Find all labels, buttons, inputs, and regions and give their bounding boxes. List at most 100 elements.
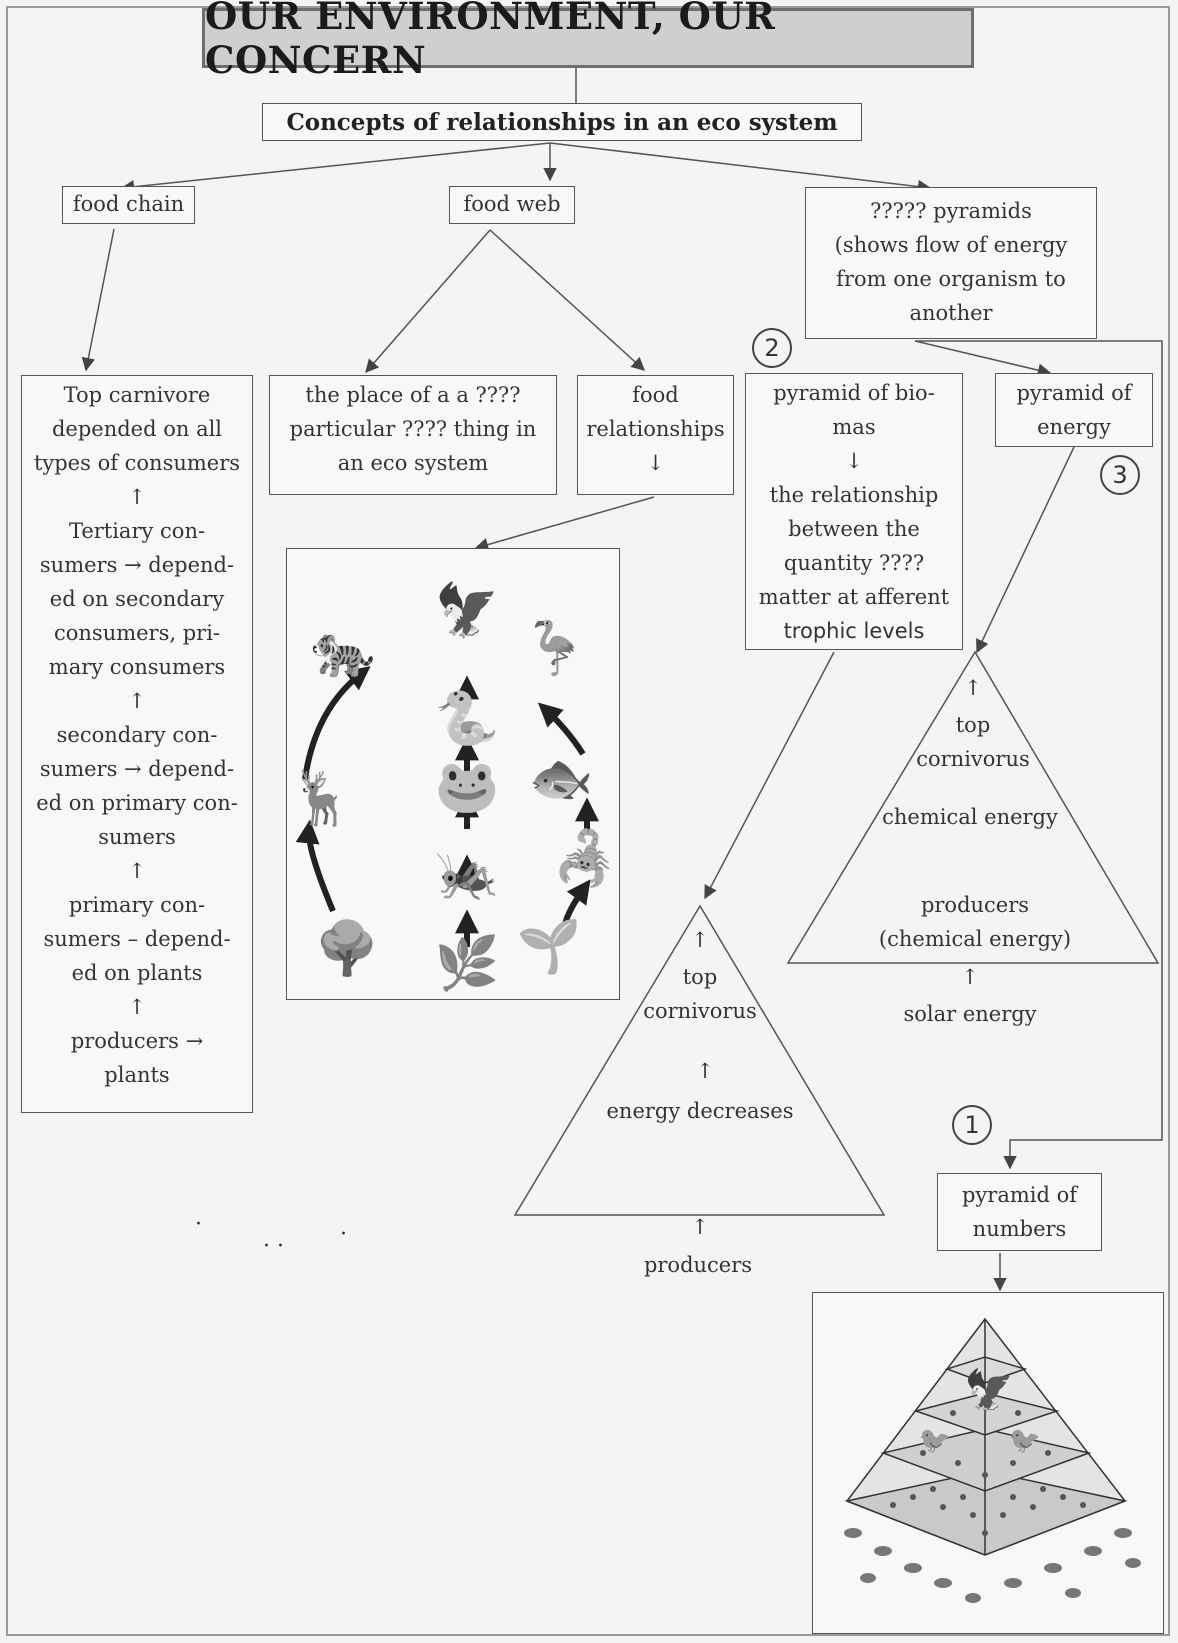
energy-bottom-line: producers	[920, 893, 1030, 917]
food-web-box: food web	[449, 186, 575, 224]
food-web-place-line: an eco system	[337, 451, 489, 475]
bird-icon: 🐦	[918, 1426, 952, 1456]
pyramid-energy-box: pyramid of energy	[995, 373, 1153, 447]
page-frame	[6, 6, 1170, 1636]
biomass-triangle	[513, 904, 886, 1216]
food-chain-line: Tertiary con-	[68, 519, 206, 543]
biomass-top-line: top	[682, 965, 718, 989]
trees-icon: 🌳	[314, 919, 380, 979]
heron-icon: 🦩	[522, 619, 588, 679]
grasshopper-icon: 🦗	[434, 844, 500, 904]
food-chain-box: food chain	[62, 186, 195, 224]
energy-top-label: top cornivorus	[916, 708, 1030, 776]
pyramid-biomass-box: pyramid of bio- mas ↓ the relationship b…	[745, 373, 963, 650]
pyramids-line: (shows flow of energy	[834, 233, 1068, 257]
producers-label: producers	[643, 1253, 753, 1277]
subtitle-box: Concepts of relationships in an eco syst…	[262, 103, 862, 141]
food-chain-line: Top carnivore	[63, 383, 211, 407]
stray-dots: ·	[195, 1212, 202, 1237]
food-chain-line: mary consumers	[48, 655, 226, 679]
frog-icon: 🐸	[434, 757, 500, 817]
pyramid-biomass-line: between the	[788, 517, 920, 541]
food-chain-line: sumers → depend-	[39, 757, 235, 781]
solar-energy-label: solar energy	[903, 1002, 1037, 1026]
food-chain-line: ed on primary con-	[36, 791, 238, 815]
energy-top-line: top	[955, 713, 991, 737]
food-relationships-line: relationships	[586, 417, 725, 441]
pyramid-numbers-box: pyramid of numbers	[937, 1173, 1102, 1251]
energy-bottom-label: producers (chemical energy)	[879, 888, 1071, 956]
up-arrow: ↑	[128, 689, 146, 713]
energy-triangle	[786, 650, 1160, 964]
food-chain-line: types of consumers	[33, 451, 241, 475]
snake-icon: 🐍	[434, 689, 500, 749]
pyramid-numbers-line: pyramid of	[961, 1183, 1078, 1207]
page-title: OUR ENVIRONMENT, OUR CONCERN	[202, 0, 974, 82]
biomass-arrow-below: ↑	[691, 1215, 709, 1239]
biomass-arrow-top: ↑	[691, 928, 709, 952]
food-web-image: 🐅 🦌 🌳 🦅 🐍 🐸 🦗 🌿 🦩 🐟 🦂 🌱	[286, 548, 620, 1000]
food-chain-line: sumers – depend-	[43, 927, 231, 951]
food-chain-line: consumers, pri-	[53, 621, 221, 645]
energy-arrow-top: ↑	[964, 676, 982, 700]
tiger-icon: 🐅	[310, 621, 376, 681]
circle-number-1: 1	[952, 1105, 992, 1145]
number-pyramid-drawing	[844, 1317, 1141, 1603]
circle-number-2: 2	[752, 328, 792, 368]
food-web-place-box: the place of a a ???? particular ???? th…	[269, 375, 557, 495]
eagle-icon: 🦅	[434, 581, 500, 641]
pyramid-numbers-line: numbers	[972, 1217, 1067, 1241]
pyramid-energy-line: energy	[1037, 415, 1111, 439]
food-chain-line: secondary con-	[56, 723, 218, 747]
pyramids-box: ????? pyramids (shows flow of energy fro…	[805, 187, 1097, 339]
shrub-icon: 🌱	[516, 917, 582, 977]
pyramid-biomass-line: mas	[832, 415, 876, 439]
biomass-top-line: cornivorus	[643, 999, 757, 1023]
energy-middle-label: chemical energy	[882, 805, 1058, 829]
food-web-place-line: particular ???? thing in	[289, 417, 537, 441]
pyramid-biomass-line: trophic levels	[783, 619, 925, 643]
food-chain-line: producers →	[70, 1029, 204, 1053]
pyramid-biomass-line: quantity ????	[783, 551, 925, 575]
food-chain-line: plants	[104, 1063, 170, 1087]
pyramid-biomass-line: pyramid of bio-	[773, 381, 935, 405]
biomass-top-label: top cornivorus	[643, 960, 757, 1028]
circle-number-3: 3	[1100, 455, 1140, 495]
food-chain-line: depended on all	[51, 417, 223, 441]
bird-icon: 🐦	[1008, 1426, 1042, 1456]
biomass-arrow-mid: ↑	[696, 1059, 714, 1083]
food-web-arrows	[295, 666, 599, 947]
eagle-icon: 🦅	[964, 1368, 1014, 1414]
deer-icon: 🦌	[289, 769, 355, 829]
food-chain-line: sumers	[98, 825, 176, 849]
pyramids-line: ????? pyramids	[870, 199, 1032, 223]
pyramid-numbers-image: 🦅 🐦 🐦	[812, 1292, 1164, 1634]
food-chain-line: ed on secondary	[49, 587, 225, 611]
down-arrow: ↓	[845, 449, 863, 473]
food-chain-detail-box: Top carnivore depended on all types of c…	[21, 375, 253, 1113]
energy-arrow-below: ↑	[961, 965, 979, 989]
grass-icon: 🌿	[434, 934, 500, 994]
fish-icon: 🐟	[528, 749, 594, 809]
up-arrow: ↑	[128, 859, 146, 883]
food-chain-line: sumers → depend-	[39, 553, 235, 577]
food-chain-line: primary con-	[68, 893, 206, 917]
energy-decreases-label: energy decreases	[606, 1099, 794, 1123]
pyramids-line: another	[909, 301, 993, 325]
scorpion-icon: 🦂	[552, 829, 618, 889]
pyramids-line: from one organism to	[836, 267, 1066, 291]
pyramid-energy-line: pyramid of	[1016, 381, 1132, 405]
pyramid-biomass-line: matter at afferent	[758, 585, 950, 609]
pyramid-biomass-line: the relationship	[769, 483, 939, 507]
up-arrow: ↑	[128, 485, 146, 509]
food-chain-line: ed on plants	[71, 961, 203, 985]
up-arrow: ↑	[128, 995, 146, 1019]
energy-top-line: cornivorus	[916, 747, 1030, 771]
stray-dots: ·	[340, 1222, 347, 1247]
energy-bottom-line: (chemical energy)	[878, 927, 1072, 951]
food-relationships-line: food	[632, 383, 679, 407]
food-web-place-line: the place of a a ????	[305, 383, 521, 407]
food-relationships-box: food relationships ↓	[577, 375, 734, 495]
down-arrow: ↓	[646, 451, 665, 475]
